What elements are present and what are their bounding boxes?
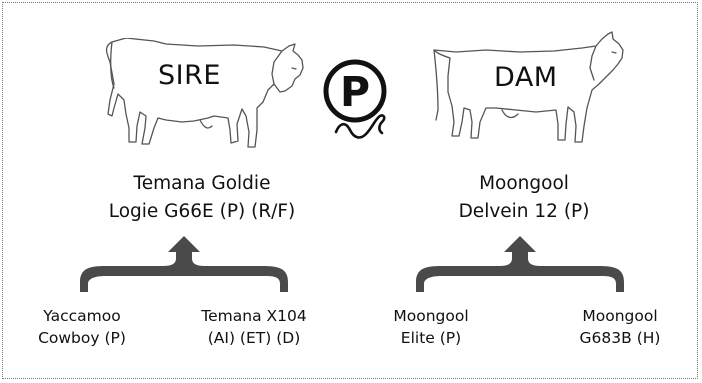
sire-parent-2-line1: Temana X104: [201, 307, 307, 325]
dam-parent-1-line2: Elite (P): [400, 329, 462, 347]
sire-parent-1-line2: Cowboy (P): [38, 329, 126, 347]
pedigree-frame: [2, 2, 698, 379]
sire-parent-1: Yaccamoo Cowboy (P): [22, 305, 142, 349]
bull-outline-icon: [96, 38, 306, 150]
sire-label: SIRE: [158, 60, 221, 91]
dam-parent-1-line1: Moongool: [393, 307, 469, 325]
dam-name: Moongool Delvein 12 (P): [424, 170, 624, 226]
sire-pedigree-bracket-icon: [76, 236, 292, 298]
dam-parent-2-line1: Moongool: [582, 307, 658, 325]
cow-outline-icon: [416, 28, 628, 152]
dam-parent-1: Moongool Elite (P): [376, 305, 486, 349]
dam-name-line2: Delvein 12 (P): [458, 201, 590, 222]
sire-parent-2-line2: (AI) (ET) (D): [207, 329, 301, 347]
sire-name: Temana Goldie Logie G66E (P) (R/F): [96, 170, 308, 226]
sire-name-line2: Logie G66E (P) (R/F): [108, 201, 296, 222]
polled-lasso-icon: P: [316, 54, 396, 146]
dam-label: DAM: [494, 62, 558, 93]
dam-name-line1: Moongool: [479, 173, 569, 194]
dam-parent-2-line2: G683B (H): [579, 329, 661, 347]
sire-parent-2: Temana X104 (AI) (ET) (D): [184, 305, 324, 349]
dam-parent-2: Moongool G683B (H): [560, 305, 680, 349]
poll-badge-letter: P: [340, 68, 370, 116]
sire-parent-1-line1: Yaccamoo: [43, 307, 121, 325]
dam-pedigree-bracket-icon: [412, 236, 628, 298]
sire-name-line1: Temana Goldie: [133, 173, 271, 194]
